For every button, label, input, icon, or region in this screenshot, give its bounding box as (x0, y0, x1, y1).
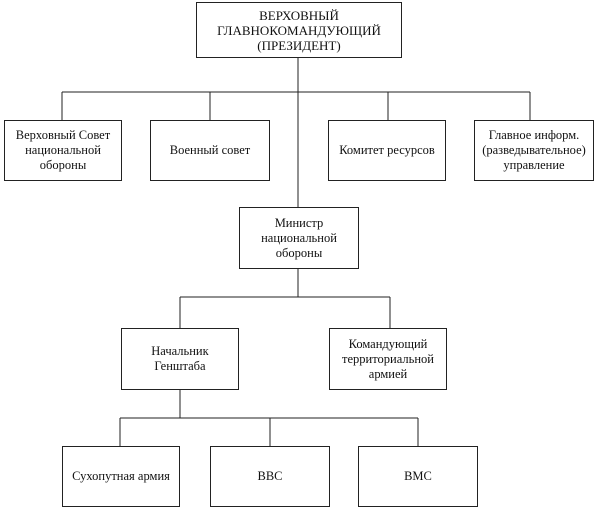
node-territorial-commander-label: Командующий территориальной армией (342, 336, 434, 381)
node-commander-label: ВЕРХОВНЫЙ ГЛАВНОКОМАНДУЮЩИЙ (ПРЕЗИДЕНТ) (217, 7, 381, 53)
node-supreme-council-label: Верховный Совет национальной обороны (15, 128, 111, 172)
node-ground-forces: Сухопутная армия (62, 446, 180, 507)
node-military-council: Военный совет (150, 120, 270, 181)
node-resources-committee-label: Комитет ресурсов (339, 143, 435, 157)
node-navy: ВМС (358, 446, 478, 507)
node-military-council-label: Военный совет (169, 143, 251, 157)
node-intelligence-label: Главное информ. (разведывательное) управ… (482, 128, 586, 172)
node-air-force: ВВС (210, 446, 330, 507)
node-ground-forces-label: Сухопутная армия (72, 469, 170, 483)
node-territorial-commander: Командующий территориальной армией (329, 328, 447, 390)
node-chief-of-staff-label: Начальник Генштаба (151, 344, 209, 373)
node-supreme-council: Верховный Совет национальной обороны (4, 120, 122, 181)
node-navy-label: ВМС (404, 469, 432, 483)
node-chief-of-staff: Начальник Генштаба (121, 328, 239, 390)
node-minister: Министр национальной обороны (239, 207, 359, 269)
node-intelligence: Главное информ. (разведывательное) управ… (474, 120, 594, 181)
node-minister-label: Министр национальной обороны (261, 215, 337, 260)
node-commander: ВЕРХОВНЫЙ ГЛАВНОКОМАНДУЮЩИЙ (ПРЕЗИДЕНТ) (196, 2, 402, 58)
node-resources-committee: Комитет ресурсов (328, 120, 446, 181)
node-air-force-label: ВВС (257, 469, 283, 483)
